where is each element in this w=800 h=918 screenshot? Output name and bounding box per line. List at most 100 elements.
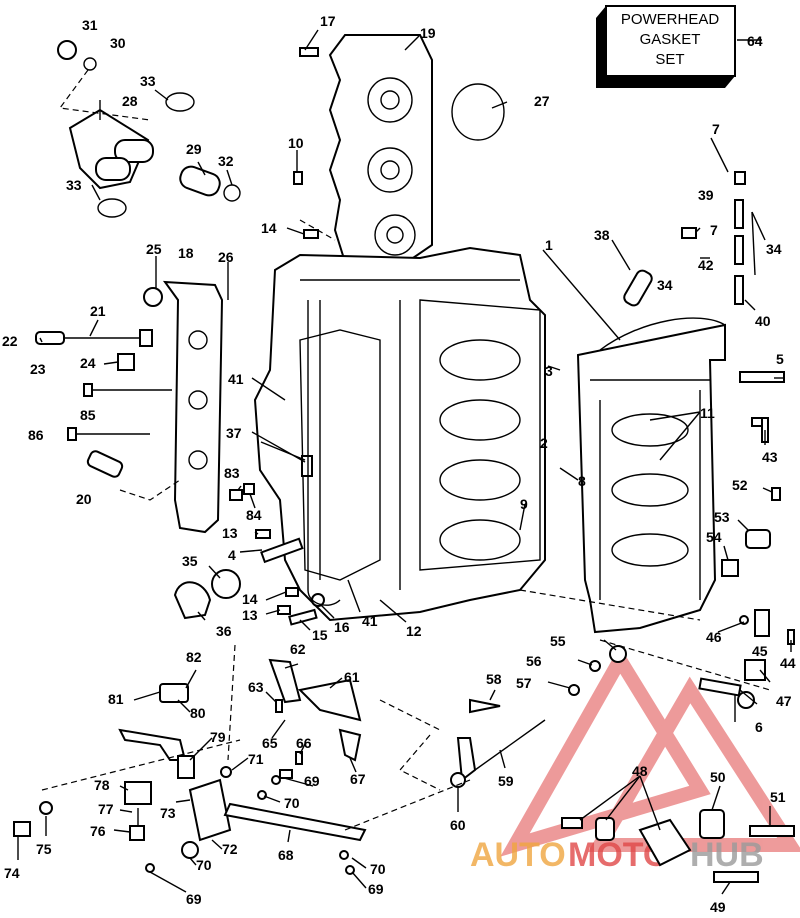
label-45: 45 (752, 643, 768, 659)
label-51: 51 (770, 789, 786, 805)
label-65: 65 (262, 735, 278, 751)
label-25: 25 (146, 241, 162, 257)
label-42: 42 (698, 257, 714, 273)
label-85: 85 (80, 407, 96, 423)
label-58: 58 (486, 671, 502, 687)
label-26: 26 (218, 249, 234, 265)
label-35: 35 (182, 553, 198, 569)
label-57: 57 (516, 675, 532, 691)
label-80: 80 (190, 705, 206, 721)
label-66: 66 (296, 735, 312, 751)
label-36: 36 (216, 623, 232, 639)
label-68: 68 (278, 847, 294, 863)
label-62: 62 (290, 641, 306, 657)
label-33-top: 33 (140, 73, 156, 89)
label-63: 63 (248, 679, 264, 695)
label-33-bottom: 33 (66, 177, 82, 193)
gasket-box-line1: POWERHEAD (621, 11, 720, 28)
label-55: 55 (550, 633, 566, 649)
label-19: 19 (420, 25, 436, 41)
label-61: 61 (344, 669, 360, 685)
label-2: 2 (540, 435, 548, 451)
watermark-text-auto: AUTO (470, 836, 566, 874)
label-39: 39 (698, 187, 714, 203)
crankcase-block (253, 246, 546, 622)
label-37: 37 (226, 425, 242, 441)
gasket-box-line3: SET (655, 51, 684, 68)
label-8: 8 (578, 473, 586, 489)
label-74: 74 (4, 865, 20, 881)
label-23: 23 (30, 361, 46, 377)
label-5: 5 (776, 351, 784, 367)
label-21: 21 (90, 303, 106, 319)
label-53: 53 (714, 509, 730, 525)
label-20: 20 (76, 491, 92, 507)
small-parts (13, 47, 795, 883)
part-labels: 64 1 2 3 4 5 6 7 7 8 9 10 11 12 13 13 14… (2, 13, 796, 915)
label-70-left: 70 (196, 857, 212, 873)
label-24: 24 (80, 355, 96, 371)
label-4: 4 (228, 547, 236, 563)
thermostat-housing (57, 40, 241, 218)
label-73: 73 (160, 805, 176, 821)
label-3: 3 (545, 363, 553, 379)
label-22: 22 (2, 333, 18, 349)
label-6: 6 (755, 719, 763, 735)
label-17: 17 (320, 13, 336, 29)
label-56: 56 (526, 653, 542, 669)
label-12: 12 (406, 623, 422, 639)
label-31: 31 (82, 17, 98, 33)
head-gasket (328, 34, 433, 264)
label-84: 84 (246, 507, 262, 523)
gasket-box-line2: GASKET (640, 31, 701, 48)
label-7-side: 7 (710, 222, 718, 238)
label-72: 72 (222, 841, 238, 857)
guide-lines (41, 69, 771, 831)
label-49: 49 (710, 899, 726, 915)
label-71: 71 (248, 751, 264, 767)
label-38: 38 (594, 227, 610, 243)
label-28: 28 (122, 93, 138, 109)
label-18: 18 (178, 245, 194, 261)
label-54: 54 (706, 529, 722, 545)
label-81: 81 (108, 691, 124, 707)
label-41-upper: 41 (228, 371, 244, 387)
watermark-logo (500, 646, 800, 857)
label-52: 52 (732, 477, 748, 493)
label-69-left: 69 (186, 891, 202, 907)
label-69-mid: 69 (304, 773, 320, 789)
label-9: 9 (520, 496, 528, 512)
label-59: 59 (498, 773, 514, 789)
label-64: 64 (747, 33, 763, 49)
label-34-right: 34 (766, 241, 782, 257)
gasket-set-box: POWERHEAD GASKET SET (596, 5, 762, 88)
label-30: 30 (110, 35, 126, 51)
label-82: 82 (186, 649, 202, 665)
label-27: 27 (534, 93, 550, 109)
label-32: 32 (218, 153, 234, 169)
watermark-text-hub: HUB (690, 836, 764, 874)
label-14-lower: 14 (242, 591, 258, 607)
label-60: 60 (450, 817, 466, 833)
leader-lines (17, 29, 792, 895)
label-77: 77 (98, 801, 114, 817)
label-14-upper: 14 (261, 220, 277, 236)
label-47: 47 (776, 693, 792, 709)
label-13-upper: 13 (222, 525, 238, 541)
label-79: 79 (210, 729, 226, 745)
label-1: 1 (545, 237, 553, 253)
label-70-mid: 70 (284, 795, 300, 811)
label-16: 16 (334, 619, 350, 635)
label-78: 78 (94, 777, 110, 793)
label-70-right: 70 (370, 861, 386, 877)
label-46: 46 (706, 629, 722, 645)
label-83: 83 (224, 465, 240, 481)
label-44: 44 (780, 655, 796, 671)
label-41-lower: 41 (362, 613, 378, 629)
label-15: 15 (312, 627, 328, 643)
crankcase-cover (576, 317, 726, 634)
label-10: 10 (288, 135, 304, 151)
label-40: 40 (755, 313, 771, 329)
cylinder-head (162, 280, 224, 534)
